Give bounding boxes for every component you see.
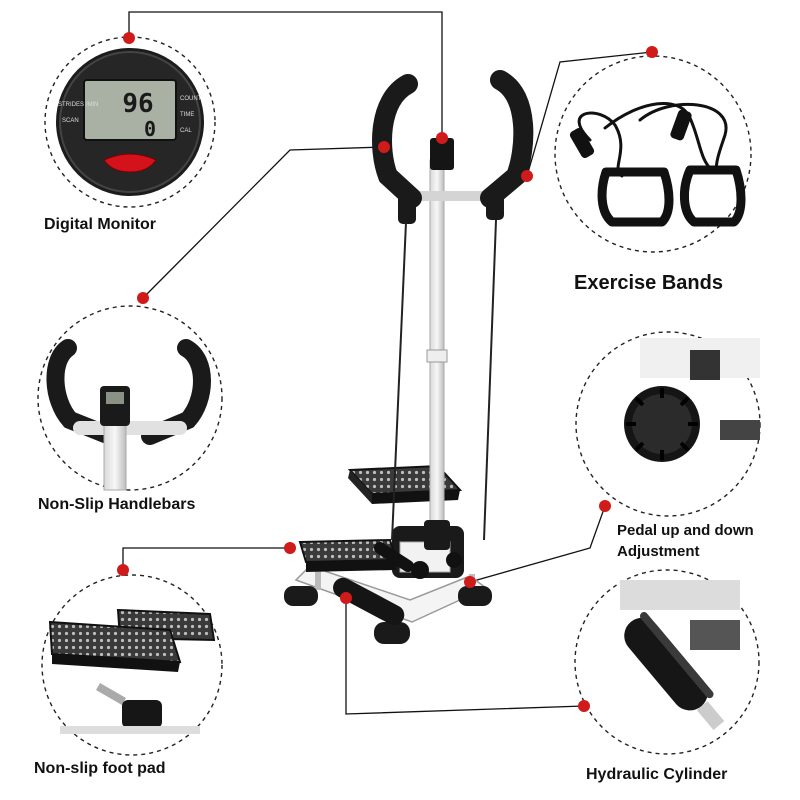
lcd-label-scan: SCAN [62, 118, 79, 124]
monitor-detail-circle: 96 0 STRIDES /MIN SCAN COUNT TIME CAL [44, 36, 216, 208]
band-handle-left [597, 167, 674, 227]
dot-monitor-end [436, 132, 448, 144]
dot-footpad-end [284, 542, 296, 554]
dot-handlebars-end [378, 141, 390, 153]
console [430, 138, 454, 170]
lcd-label-time: TIME [180, 112, 194, 118]
label-handlebars: Non-Slip Handlebars [38, 496, 196, 513]
dot-hydraulic-end [578, 700, 590, 712]
lcd-label-strides: STRIDES /MIN [58, 102, 98, 108]
lcd-label-cal: CAL [180, 128, 192, 134]
lcd-reading: 96 [122, 89, 153, 119]
dot-bands-end [521, 170, 533, 182]
dot-handlebars-start [137, 292, 149, 304]
label-pedal-line1: Pedal up and down [617, 522, 754, 539]
foot-front-right [374, 622, 410, 644]
lcd-screen [83, 79, 177, 141]
dot-footpad-start [117, 564, 129, 576]
bands-detail-circle [554, 55, 752, 253]
leader-pedal [469, 505, 606, 583]
lcd-label-count: COUNT [180, 96, 202, 102]
handlebars-detail-circle [37, 305, 223, 491]
foot-front-left [284, 586, 318, 606]
cylinder-body [624, 617, 708, 711]
leader-footpad [122, 547, 290, 570]
right-handle [480, 70, 534, 208]
leader-handlebars [142, 146, 385, 299]
label-exercise-bands: Exercise Bands [574, 272, 723, 294]
band-cord-right [483, 219, 497, 541]
callout-dots [117, 32, 658, 712]
leader-monitor [128, 11, 443, 138]
hydraulic-detail-circle [574, 569, 760, 755]
stepper-machine [284, 70, 534, 644]
label-digital-monitor: Digital Monitor [44, 216, 156, 233]
label-pedal-line2: Adjustment [617, 543, 700, 560]
label-hydraulic-cylinder: Hydraulic Cylinder [586, 766, 728, 783]
left-handle [372, 74, 422, 208]
leader-lines [122, 11, 653, 715]
dot-hydraulic-start [340, 592, 352, 604]
lcd-reading-small: 0 [144, 117, 156, 141]
leader-hydraulic [345, 598, 585, 715]
label-foot-pad: Non-slip foot pad [34, 760, 166, 777]
band-handle-right [680, 165, 746, 227]
leader-bands [526, 51, 653, 177]
footpad-detail-circle [41, 574, 223, 756]
dot-bands-start [646, 46, 658, 58]
pedal-detail-circle [575, 331, 761, 517]
band-grip-right-top [670, 109, 692, 141]
foot-rear [458, 586, 492, 606]
main-cylinder [333, 577, 405, 626]
dot-pedal-start [599, 500, 611, 512]
dot-monitor-start [123, 32, 135, 44]
monitor-red-button [103, 153, 157, 173]
label-pedal-adjustment: Pedal up and down Adjustment [617, 520, 754, 562]
band-grip-left-top [569, 127, 595, 159]
dot-pedal-end [464, 576, 476, 588]
band-cord-left [391, 221, 407, 541]
